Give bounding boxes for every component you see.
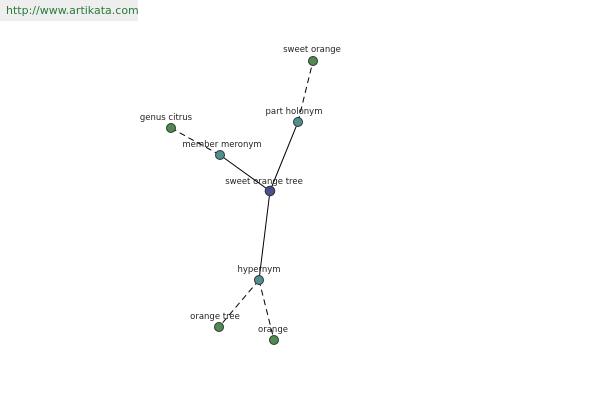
label-member-meronym: member meronym — [182, 140, 261, 150]
label-sweet-orange-tree: sweet orange tree — [225, 177, 303, 187]
label-genus-citrus: genus citrus — [140, 113, 193, 123]
label-orange-tree: orange tree — [190, 312, 240, 322]
edge-part-holonym-sweet-orange — [297, 60, 314, 123]
label-sweet-orange: sweet orange — [283, 45, 341, 55]
edge-center-hypernym — [258, 190, 271, 281]
node-orange[interactable] — [269, 335, 279, 345]
node-sweet-orange-tree[interactable] — [264, 185, 276, 197]
node-genus-citrus[interactable] — [166, 123, 176, 133]
node-orange-tree[interactable] — [214, 322, 224, 332]
node-part-holonym[interactable] — [293, 117, 303, 127]
edge-hypernym-orange — [258, 279, 275, 341]
node-sweet-orange[interactable] — [308, 56, 318, 66]
label-part-holonym: part holonym — [266, 107, 323, 117]
edge-center-member-meronym — [219, 154, 271, 192]
watermark-url: http://www.artikata.com — [0, 0, 139, 21]
edge-hypernym-orange-tree — [218, 279, 260, 328]
edge-center-part-holonym — [269, 121, 299, 192]
label-orange: orange — [258, 325, 288, 335]
node-member-meronym[interactable] — [215, 150, 225, 160]
label-hypernym: hypernym — [237, 265, 280, 275]
node-hypernym[interactable] — [254, 275, 264, 285]
